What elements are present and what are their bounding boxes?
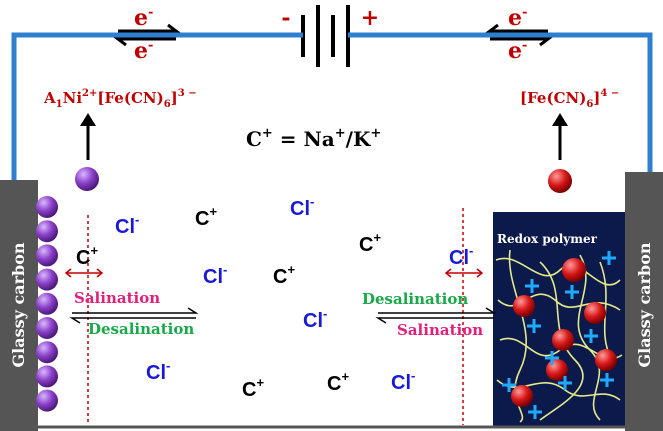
electron-transfer-arrows-right (485, 23, 553, 47)
purple-sphere (36, 389, 58, 412)
left-equilibrium-arrows (69, 307, 199, 324)
electron-label-right-bottom: e- (508, 38, 527, 64)
purple-sphere (36, 268, 58, 291)
cation-ion: C+ (327, 369, 349, 395)
cation-ion: C+ (273, 262, 295, 288)
battery-icon (295, 5, 368, 67)
purple-sphere-layer (36, 196, 58, 412)
up-arrow-left (80, 113, 96, 160)
purple-sphere (36, 220, 58, 243)
purple-sphere (36, 196, 58, 218)
electron-label-left-bottom: e- (134, 38, 153, 64)
left-desalination-label: Desalination (88, 320, 194, 338)
cation-ion: C+ (242, 375, 264, 401)
cation-equation: C+ = Na+/K+ (246, 126, 381, 151)
purple-sphere (36, 365, 58, 388)
polymer-redox-spheres (511, 258, 617, 407)
circuit-wire (11, 32, 653, 180)
left-electrode-label: Glassy carbon (9, 242, 28, 367)
chloride-ion: Cl- (303, 306, 327, 332)
battery-plus-sign: + (361, 5, 379, 31)
chloride-ion: Cl- (146, 358, 170, 384)
left-double-arrow (64, 268, 104, 278)
chloride-ion: Cl- (290, 194, 314, 220)
right-electrode-label: Glassy carbon (635, 242, 654, 367)
right-salination-label: Salination (397, 321, 483, 339)
chloride-ion: Cl- (203, 262, 227, 288)
ion-layer: Cl- Cl- Cl- Cl- Cl- Cl- Cl- C+ C+ C+ C+ … (76, 194, 473, 401)
redox-polymer-label: Redox polymer (497, 232, 598, 246)
chloride-ion: Cl- (391, 368, 415, 394)
right-double-arrow (444, 268, 484, 278)
left-product-formula: A1Ni2+[Fe(CN)6]3 − (43, 88, 197, 110)
up-arrow-right (552, 113, 568, 160)
chloride-ion: Cl- (449, 243, 473, 269)
purple-sphere (36, 292, 58, 315)
electron-transfer-arrows-left (113, 23, 181, 47)
electron-label-left-top: e- (134, 5, 153, 31)
polymer-positive-charges (502, 251, 616, 419)
left-salination-label: Salination (74, 289, 160, 307)
cation-ion: C+ (359, 230, 381, 256)
cation-ion: C+ (195, 204, 217, 230)
purple-sphere (36, 244, 58, 267)
chloride-ion: Cl- (115, 212, 139, 238)
battery-minus-sign: - (281, 5, 290, 31)
purple-sphere (36, 341, 58, 364)
red-sphere-released (548, 169, 572, 193)
right-desalination-label: Desalination (362, 290, 468, 308)
right-equilibrium-arrows (375, 307, 497, 324)
purple-sphere (36, 317, 58, 339)
purple-sphere-released (75, 167, 99, 191)
left-glassy-carbon-electrode (0, 180, 38, 431)
right-glassy-carbon-electrode (625, 172, 663, 431)
cation-ion: C+ (76, 243, 98, 269)
electron-label-right-top: e- (508, 5, 527, 31)
right-product-formula: [Fe(CN)6]4 − (520, 88, 619, 110)
